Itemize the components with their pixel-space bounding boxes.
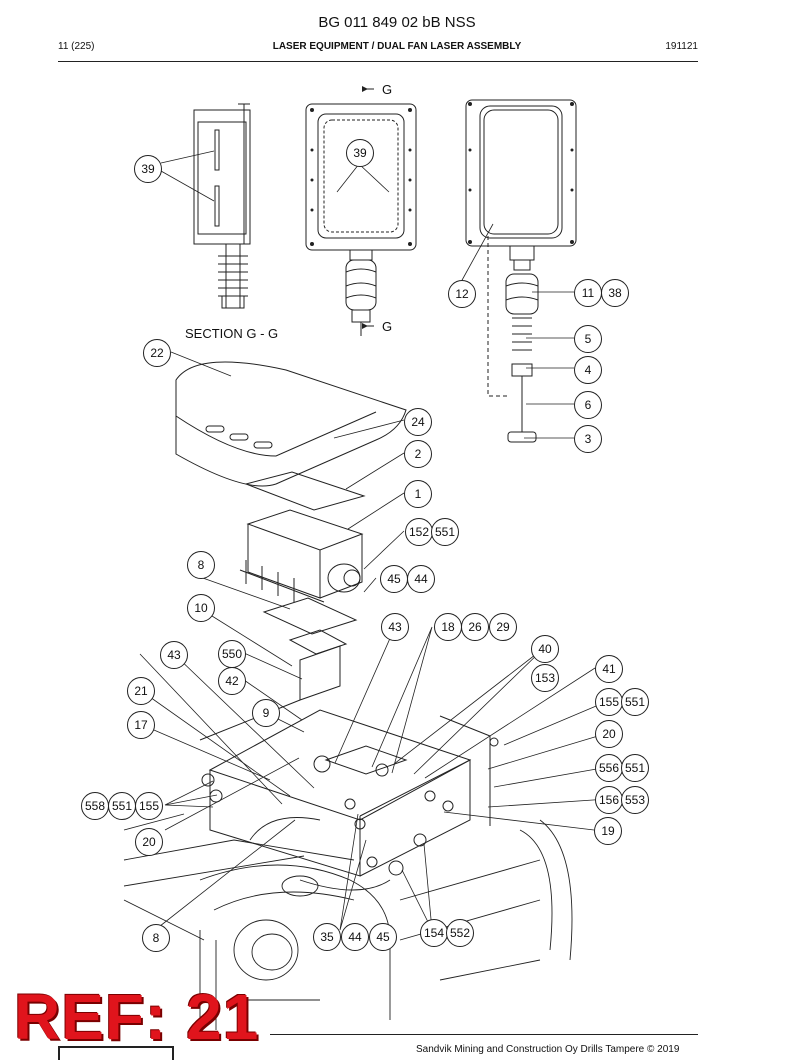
header-subtitle: LASER EQUIPMENT / DUAL FAN LASER ASSEMBL… <box>272 41 522 52</box>
callout-bubble: 42 <box>218 667 246 695</box>
callout-bubble: 38 <box>601 279 629 307</box>
callout-bubble: 6 <box>574 391 602 419</box>
callout-bubble: 10 <box>187 594 215 622</box>
laser-hood <box>175 361 407 487</box>
callout-bubble: 40 <box>531 635 559 663</box>
callout-bubble: 552 <box>446 919 474 947</box>
callout-bubble: 2 <box>404 440 432 468</box>
header-rule <box>58 61 698 62</box>
callout-bubble: 12 <box>448 280 476 308</box>
cover-gasket <box>244 471 366 511</box>
mounting-bracket <box>199 629 499 877</box>
callout-bubble: 18 <box>434 613 462 641</box>
section-label: SECTION G - G <box>185 326 279 341</box>
callout-bubble: 3 <box>574 425 602 453</box>
callout-bubble: 8 <box>142 924 170 952</box>
callout-bubble: 41 <box>595 655 623 683</box>
callout-bubble: 21 <box>127 677 155 705</box>
callout-bubble: 154 <box>420 919 448 947</box>
callout-bubble: 24 <box>404 408 432 436</box>
callout-bubble: 20 <box>595 720 623 748</box>
callout-bubble: 29 <box>489 613 517 641</box>
callout-bubble: 43 <box>381 613 409 641</box>
header-title: BG 011 849 02 bB NSS <box>318 14 476 31</box>
callout-bubble: 43 <box>160 641 188 669</box>
callout-bubble: 44 <box>407 565 435 593</box>
callout-bubble: 35 <box>313 923 341 951</box>
callout-bubble: 5 <box>574 325 602 353</box>
callout-bubble: 39 <box>134 155 162 183</box>
header-page-number: 11 (225) <box>58 41 95 52</box>
footer-logo <box>58 1046 174 1060</box>
callout-bubble: 17 <box>127 711 155 739</box>
machine-frame <box>123 813 573 1030</box>
footer-rule <box>270 1034 698 1035</box>
section-arrows <box>362 86 368 329</box>
callout-bubble: 4 <box>574 356 602 384</box>
footer-copyright: Sandvik Mining and Construction Oy Drill… <box>416 1044 680 1055</box>
callout-bubble: 39 <box>346 139 374 167</box>
callout-bubble: 551 <box>108 792 136 820</box>
callout-bubble: 9 <box>252 699 280 727</box>
callout-bubble: 156 <box>595 786 623 814</box>
seal-ring <box>262 597 358 635</box>
laser-body <box>239 509 364 603</box>
leader-lines <box>139 150 609 931</box>
callout-bubble: 153 <box>531 664 559 692</box>
ref-label: REF: 21 <box>14 981 260 1053</box>
callout-bubble: 550 <box>218 640 246 668</box>
callout-bubble: 11 <box>574 279 602 307</box>
callout-bubble: 551 <box>431 518 459 546</box>
callout-bubble: 553 <box>621 786 649 814</box>
section-marker-bottom: G <box>382 319 393 334</box>
callout-bubble: 558 <box>81 792 109 820</box>
rear-view-housing <box>465 99 577 443</box>
callout-bubble: 152 <box>405 518 433 546</box>
callout-bubble: 155 <box>595 688 623 716</box>
callout-bubble: 8 <box>187 551 215 579</box>
callout-bubble: 551 <box>621 754 649 782</box>
callout-bubble: 45 <box>369 923 397 951</box>
callout-bubble: 26 <box>461 613 489 641</box>
side-view-housing <box>193 103 251 309</box>
callout-bubble: 551 <box>621 688 649 716</box>
callout-bubble: 1 <box>404 480 432 508</box>
header-date-code: 191121 <box>665 41 698 52</box>
callout-bubble: 22 <box>143 339 171 367</box>
callout-bubble: 155 <box>135 792 163 820</box>
callout-bubble: 44 <box>341 923 369 951</box>
callout-bubble: 556 <box>595 754 623 782</box>
callout-bubble: 20 <box>135 828 163 856</box>
callout-bubble: 19 <box>594 817 622 845</box>
section-marker-top: G <box>382 82 393 97</box>
callout-bubble: 45 <box>380 565 408 593</box>
section-view-housing <box>305 88 417 336</box>
